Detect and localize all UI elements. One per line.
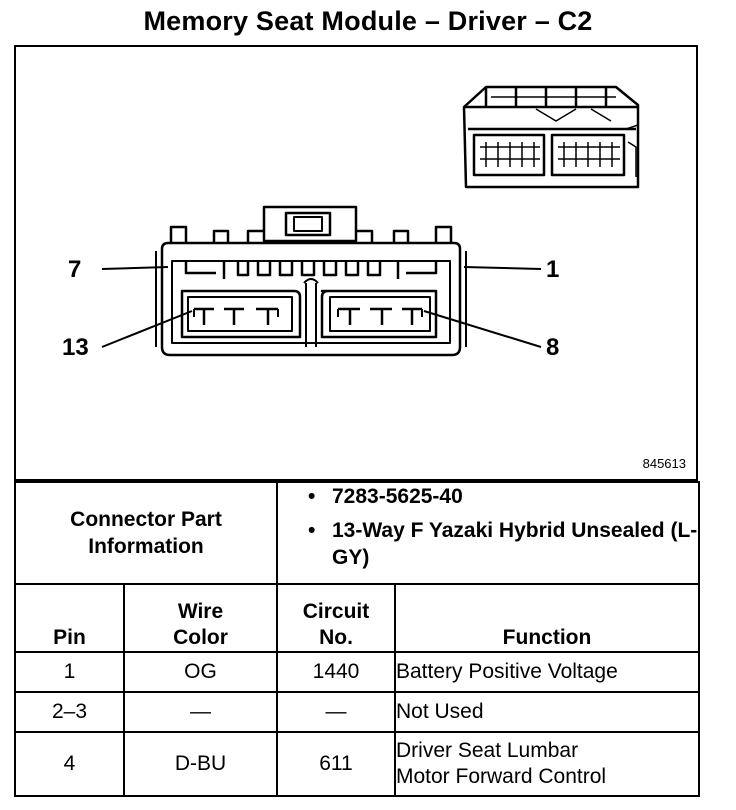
table-row: 1 OG 1440 Battery Positive Voltage (14, 651, 700, 693)
connector-drawing: 7 1 13 8 (62, 85, 640, 361)
cell-circuit: 611 (276, 731, 396, 797)
connector-info-items: 7283-5625-40 13-Way F Yazaki Hybrid Unse… (276, 481, 700, 585)
connector-isometric-icon (462, 85, 640, 189)
connector-info-row: Connector Part Information 7283-5625-40 … (14, 481, 700, 585)
page-title: Memory Seat Module – Driver – C2 (143, 6, 593, 36)
callout-pin-1: 1 (546, 256, 559, 283)
cell-pin: 1 (14, 651, 125, 693)
connector-info-label: Connector Part Information (14, 481, 278, 585)
connector-face (155, 205, 467, 357)
cell-function: Not Used (394, 691, 700, 733)
connector-diagram: 7 1 13 8 845613 (14, 45, 698, 481)
cell-circuit: — (276, 691, 396, 733)
cell-pin: 2–3 (14, 691, 125, 733)
pinout-table: Connector Part Information 7283-5625-40 … (14, 481, 700, 797)
cell-pin: 4 (14, 731, 125, 797)
header-function: Function (394, 583, 700, 653)
header-pin: Pin (14, 583, 125, 653)
cell-circuit: 1440 (276, 651, 396, 693)
connector-description: 13-Way F Yazaki Hybrid Unsealed (L-GY) (308, 517, 698, 571)
callout-pin-13: 13 (62, 334, 89, 361)
connector-part-number: 7283-5625-40 (308, 483, 698, 510)
cell-wire-color: — (123, 691, 278, 733)
callout-pin-8: 8 (546, 334, 559, 361)
figure-id: 845613 (642, 456, 686, 471)
cell-wire-color: OG (123, 651, 278, 693)
callout-pin-7: 7 (68, 256, 81, 283)
table-row: 2–3 — — Not Used (14, 691, 700, 733)
cell-function: Battery Positive Voltage (394, 651, 700, 693)
cell-wire-color: D-BU (123, 731, 278, 797)
